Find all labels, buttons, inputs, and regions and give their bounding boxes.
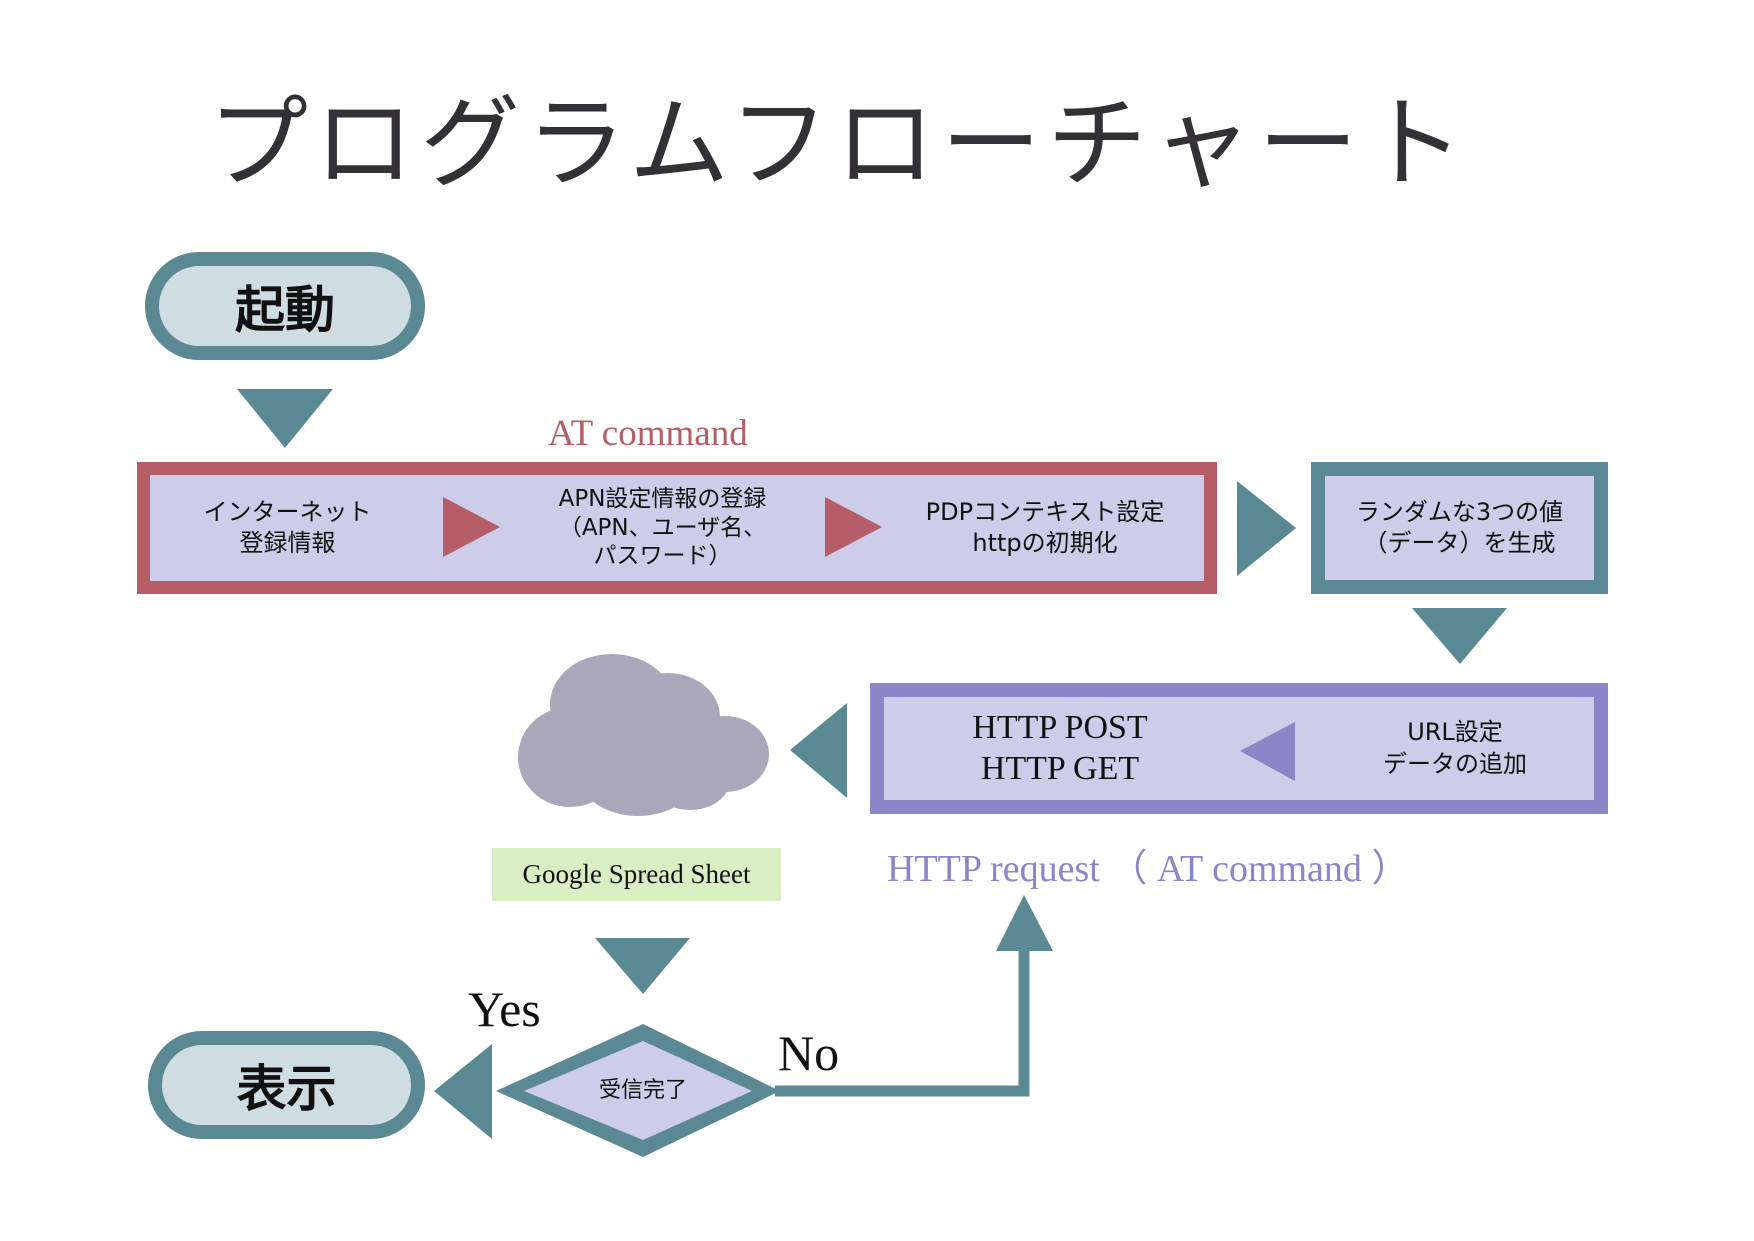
arrow-right-to-generate bbox=[1237, 481, 1296, 576]
arrow-left-to-cloud bbox=[790, 703, 847, 798]
step-generate-values: ランダムな3つの値 （データ）を生成 bbox=[1325, 476, 1594, 580]
step-apn-registration: APN設定情報の登録 （APN、ユーザ名、 パスワード） bbox=[510, 475, 815, 581]
start-terminal: 起動 bbox=[145, 252, 425, 360]
arrow-down-to-http bbox=[1412, 608, 1507, 664]
page-title: プログラムフローチャート bbox=[208, 85, 1470, 202]
arrow-right-at-1 bbox=[443, 497, 500, 557]
step-line: データの追加 bbox=[1383, 749, 1527, 778]
step-line: httpの初期化 bbox=[972, 529, 1118, 557]
no-label: No bbox=[778, 1025, 840, 1081]
arrow-right-at-2 bbox=[825, 497, 882, 557]
step-line: URL設定 bbox=[1407, 718, 1503, 747]
step-http-post-get: HTTP POST HTTP GET bbox=[910, 697, 1210, 800]
at-command-box-fill bbox=[150, 475, 1204, 581]
arrow-down-start bbox=[237, 389, 333, 448]
cloud-icon bbox=[518, 654, 769, 816]
step-line: PDPコンテキスト設定 bbox=[925, 497, 1165, 526]
arrow-left-http bbox=[1240, 722, 1295, 781]
at-command-label: AT command bbox=[548, 413, 748, 454]
step-line: ランダムな3つの値 bbox=[1355, 497, 1564, 526]
generate-box-fill bbox=[1325, 476, 1594, 580]
step-line: パスワード） bbox=[593, 543, 732, 570]
decision-label: 受信完了 bbox=[560, 1066, 726, 1116]
google-spread-sheet-label: Google Spread Sheet bbox=[492, 848, 781, 901]
arrow-up-no bbox=[996, 895, 1053, 951]
step-line: 登録情報 bbox=[239, 529, 336, 557]
end-terminal: 表示 bbox=[148, 1031, 425, 1139]
yes-label: Yes bbox=[468, 981, 541, 1037]
step-line: （APN、ユーザ名、 bbox=[558, 514, 767, 541]
no-return-line bbox=[775, 940, 1030, 1097]
decision-text: 受信完了 bbox=[598, 1077, 687, 1103]
cloud-label-text: Google Spread Sheet bbox=[522, 858, 751, 889]
step-line: HTTP POST bbox=[972, 708, 1148, 746]
arrow-down-to-decision bbox=[595, 938, 690, 994]
step-line: インターネット bbox=[203, 497, 372, 526]
arrow-left-yes bbox=[434, 1044, 492, 1139]
decision-diamond-fill bbox=[524, 1041, 752, 1140]
end-label: 表示 bbox=[236, 1060, 337, 1118]
http-box-fill bbox=[884, 697, 1594, 800]
start-label: 起動 bbox=[235, 281, 335, 339]
http-request-label: HTTP request （ AT command ） bbox=[887, 848, 1410, 890]
step-pdp-context: PDPコンテキスト設定 httpの初期化 bbox=[890, 475, 1200, 581]
step-line: APN設定情報の登録 bbox=[558, 485, 767, 512]
step-line: HTTP GET bbox=[980, 749, 1140, 787]
step-url-setting: URL設定 データの追加 bbox=[1315, 697, 1595, 800]
step-internet-registration: インターネット 登録情報 bbox=[150, 475, 425, 581]
step-line: （データ）を生成 bbox=[1363, 529, 1556, 557]
